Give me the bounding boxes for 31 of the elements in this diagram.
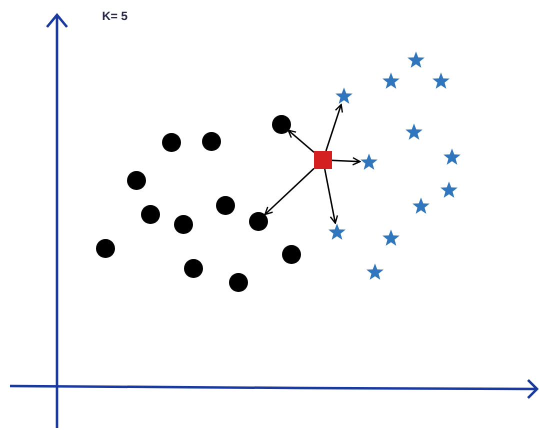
star-point bbox=[443, 148, 461, 166]
star-point bbox=[405, 123, 423, 141]
arrow bbox=[288, 130, 314, 153]
star-point bbox=[335, 87, 353, 105]
arrow bbox=[324, 168, 338, 224]
circle-point bbox=[126, 170, 146, 190]
star-point bbox=[360, 153, 378, 171]
circle-point bbox=[216, 196, 234, 214]
arrow bbox=[264, 168, 315, 216]
circle-point bbox=[96, 238, 114, 258]
star-point bbox=[366, 263, 384, 281]
k-value-label: K= 5 bbox=[102, 9, 128, 23]
star-point bbox=[382, 72, 400, 90]
circle-point bbox=[184, 258, 202, 278]
circle-point bbox=[272, 114, 290, 134]
star-point bbox=[382, 229, 400, 247]
star-point bbox=[328, 223, 346, 241]
circle-point bbox=[174, 214, 192, 234]
circle-point bbox=[140, 204, 160, 224]
star-point bbox=[440, 181, 458, 199]
star-point bbox=[407, 51, 425, 69]
star-point bbox=[412, 197, 430, 215]
query-square bbox=[314, 151, 332, 169]
arrow bbox=[325, 104, 344, 152]
star-point bbox=[432, 72, 450, 90]
circle-point bbox=[282, 244, 300, 264]
circle-point bbox=[162, 132, 180, 152]
circle-point bbox=[202, 132, 220, 150]
arrow bbox=[332, 157, 361, 166]
circle-point bbox=[248, 212, 268, 230]
circle-point bbox=[228, 272, 248, 292]
